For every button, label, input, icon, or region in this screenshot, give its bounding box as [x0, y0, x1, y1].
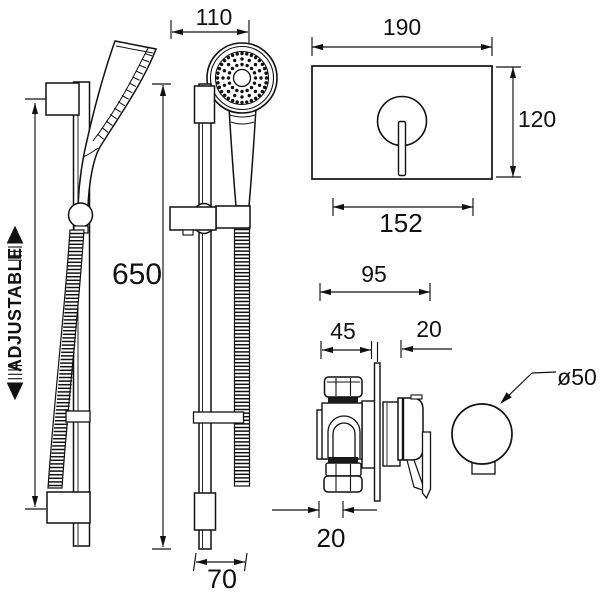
handle-knob: [451, 403, 513, 465]
concealing-plate-view: [311, 65, 493, 180]
rail-clip-side: [65, 410, 91, 423]
valve-lever-grip: [421, 431, 432, 500]
wall-bracket-top-side: [45, 82, 80, 116]
valve-bottom-nut-2: [323, 475, 363, 493]
dim-label-650: 650: [111, 258, 163, 291]
dim-label-20-top: 20: [416, 316, 442, 342]
plate-control-lever: [397, 120, 407, 177]
dim-label-diameter-50: ø50: [557, 364, 597, 390]
valve-top-nut: [323, 376, 363, 398]
dim-label-70: 70: [206, 564, 238, 594]
slider-ball-side: [67, 202, 94, 228]
adjustable-label: ADJUSTABLE: [5, 247, 25, 372]
dimension-lines: [25, 20, 557, 572]
dim-label-45: 45: [330, 318, 356, 344]
dim-label-110: 110: [195, 4, 233, 30]
wall-bracket-bottom-side: [46, 491, 91, 524]
dim-label-20-bottom: 20: [316, 523, 346, 553]
handle-front-view: [451, 403, 513, 475]
dim-label-120: 120: [517, 106, 557, 132]
rail-front-view: [169, 42, 278, 550]
rail-front: [198, 83, 212, 550]
valve-wall-plate: [373, 362, 381, 502]
handset-face-hatch: [97, 53, 153, 140]
rail-side-view: [45, 40, 158, 547]
wall-bracket-top-front: [193, 85, 216, 124]
dim-label-152: 152: [379, 208, 423, 238]
hose-side-coils: [48, 232, 84, 487]
valve-handle-hub: [397, 397, 424, 461]
dim-label-190: 190: [382, 14, 422, 40]
spray-nozzles: [215, 51, 269, 105]
wall-bracket-bottom-front: [193, 492, 217, 531]
adjustable-arrows: [6, 225, 24, 401]
valve-bottom-nut-1: [325, 462, 362, 477]
valve-rough-body: [361, 400, 376, 469]
valve-side-view: [316, 362, 432, 502]
slider-bracket-left: [169, 206, 217, 231]
dim-label-95: 95: [361, 261, 387, 287]
hose-front-coils: [235, 228, 249, 483]
slider-bracket-right: [215, 205, 251, 229]
rail-clip-front: [192, 411, 245, 424]
